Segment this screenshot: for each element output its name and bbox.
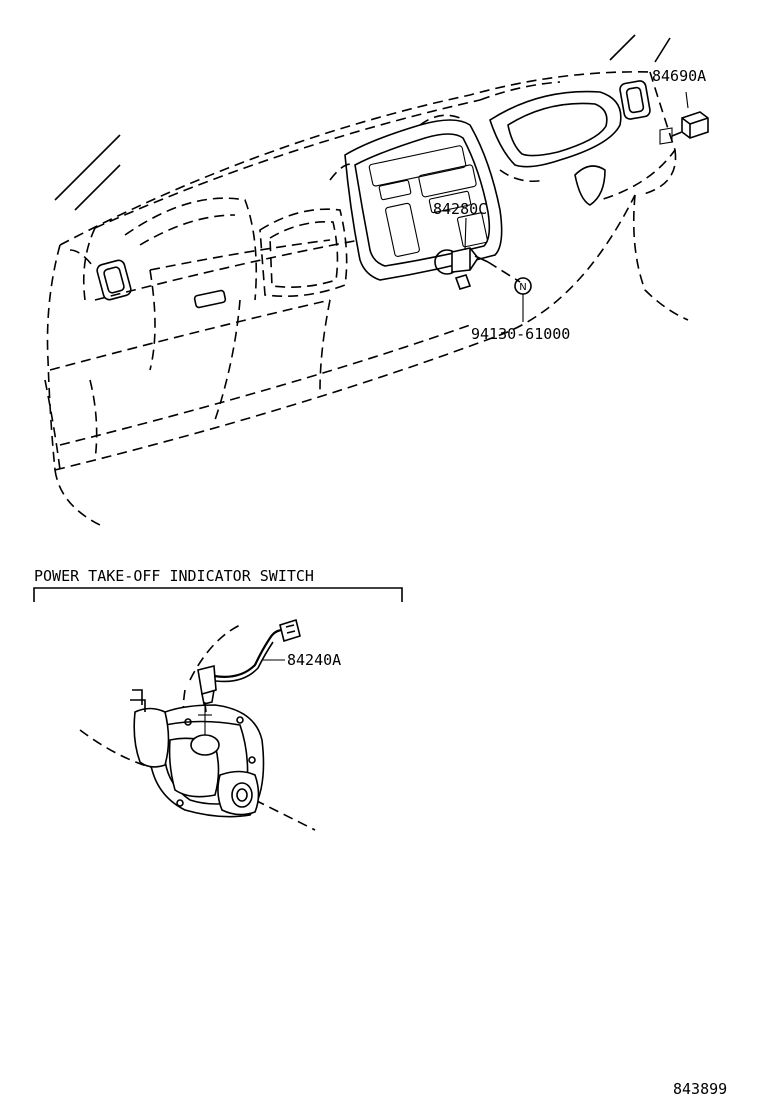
label-84690A: 84690A [652, 67, 706, 85]
note-symbol-N: N [514, 277, 532, 295]
instrument-panel-drawing [44, 34, 689, 526]
part-84240A-drawing [197, 618, 301, 713]
note-symbol-letter: N [519, 282, 526, 293]
figure-number: 843899 [673, 1080, 727, 1098]
section-bracket [33, 587, 403, 602]
part-84690A-drawing [671, 91, 709, 139]
label-84240A: 84240A [287, 651, 341, 669]
pto-transfer-drawing [79, 624, 316, 831]
part-84280C-drawing [434, 217, 521, 290]
section-title: POWER TAKE-OFF INDICATOR SWITCH [34, 567, 314, 585]
label-94130-61000: 94130-61000 [471, 325, 570, 343]
label-84280C: 84280C [433, 200, 487, 218]
